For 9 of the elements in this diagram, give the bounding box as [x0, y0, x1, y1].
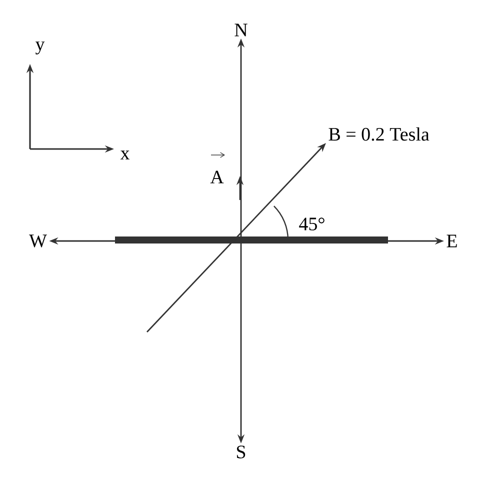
- axis-label: y: [36, 42, 45, 54]
- axis-label: x: [120, 150, 130, 160]
- axis-label: 45°: [299, 218, 324, 230]
- direction-label: W: [29, 234, 47, 248]
- direction-label: S: [237, 446, 246, 458]
- vector-label: A: [210, 170, 224, 184]
- direction-label: E: [446, 234, 457, 248]
- direction-label: N: [234, 24, 248, 36]
- direction-label: B = 0.2 Tesla: [328, 127, 430, 141]
